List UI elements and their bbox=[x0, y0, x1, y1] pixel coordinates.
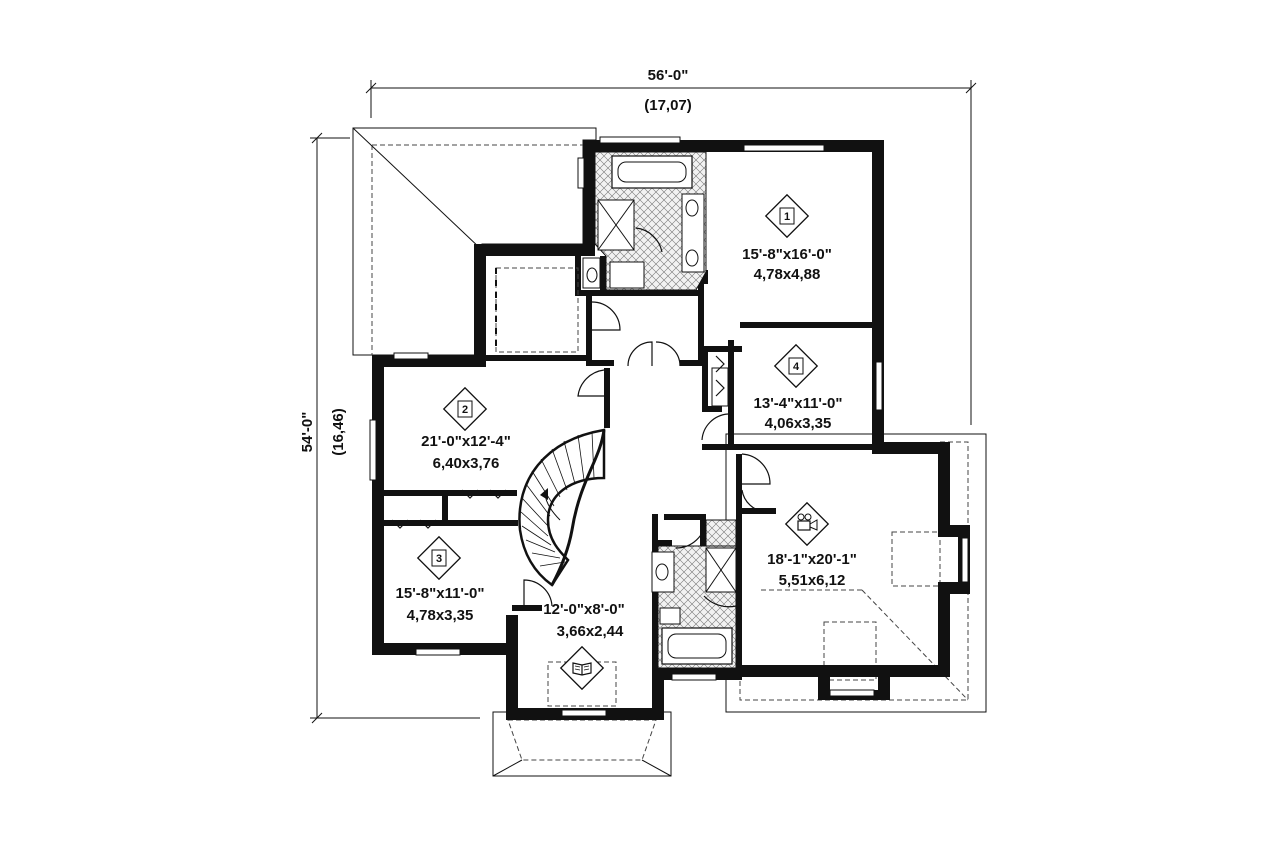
theater-size-metric: 5,51x6,12 bbox=[779, 572, 846, 589]
roof-outlines bbox=[352, 127, 987, 777]
closet-bedroom-4 bbox=[711, 367, 729, 407]
depth-dimension-line bbox=[310, 132, 480, 724]
svg-text:3: 3 bbox=[436, 553, 442, 565]
doors bbox=[391, 301, 771, 607]
room-badge-4: 4 bbox=[773, 343, 819, 389]
library-size-imperial: 12'-0"x8'-0" bbox=[543, 601, 624, 618]
theater-size-imperial: 18'-1"x20'-1" bbox=[767, 551, 857, 568]
curved-staircase bbox=[518, 428, 606, 587]
width-metric-label: (17,07) bbox=[644, 97, 692, 114]
projector-icon bbox=[784, 501, 830, 547]
room-1-size-metric: 4,78x4,88 bbox=[754, 266, 821, 283]
width-imperial-label: 56'-0" bbox=[648, 67, 689, 84]
secondary-bathroom bbox=[651, 519, 737, 669]
master-bathroom bbox=[582, 151, 707, 291]
room-badge-3: 3 bbox=[416, 535, 462, 581]
svg-text:1: 1 bbox=[784, 211, 790, 223]
depth-imperial-label: 54'-0" bbox=[299, 412, 316, 453]
library-size-metric: 3,66x2,44 bbox=[557, 623, 624, 640]
svg-text:2: 2 bbox=[462, 404, 468, 416]
room-4-size-imperial: 13'-4"x11'-0" bbox=[754, 395, 843, 412]
room-1-size-imperial: 15'-8"x16'-0" bbox=[742, 246, 832, 263]
room-2-size-metric: 6,40x3,76 bbox=[433, 455, 500, 472]
room-badge-2: 2 bbox=[442, 386, 488, 432]
windows bbox=[369, 136, 969, 717]
room-2-size-imperial: 21'-0"x12'-4" bbox=[421, 433, 511, 450]
open-book-icon bbox=[559, 645, 605, 691]
width-dimension-line bbox=[365, 80, 977, 425]
room-3-size-imperial: 15'-8"x11'-0" bbox=[396, 585, 485, 602]
room-badge-1: 1 bbox=[764, 193, 810, 239]
room-4-size-metric: 4,06x3,35 bbox=[765, 415, 832, 432]
walk-in-closet-area bbox=[495, 267, 579, 353]
svg-text:4: 4 bbox=[793, 361, 800, 373]
depth-metric-label: (16,46) bbox=[330, 408, 347, 456]
room-3-size-metric: 4,78x3,35 bbox=[407, 607, 474, 624]
